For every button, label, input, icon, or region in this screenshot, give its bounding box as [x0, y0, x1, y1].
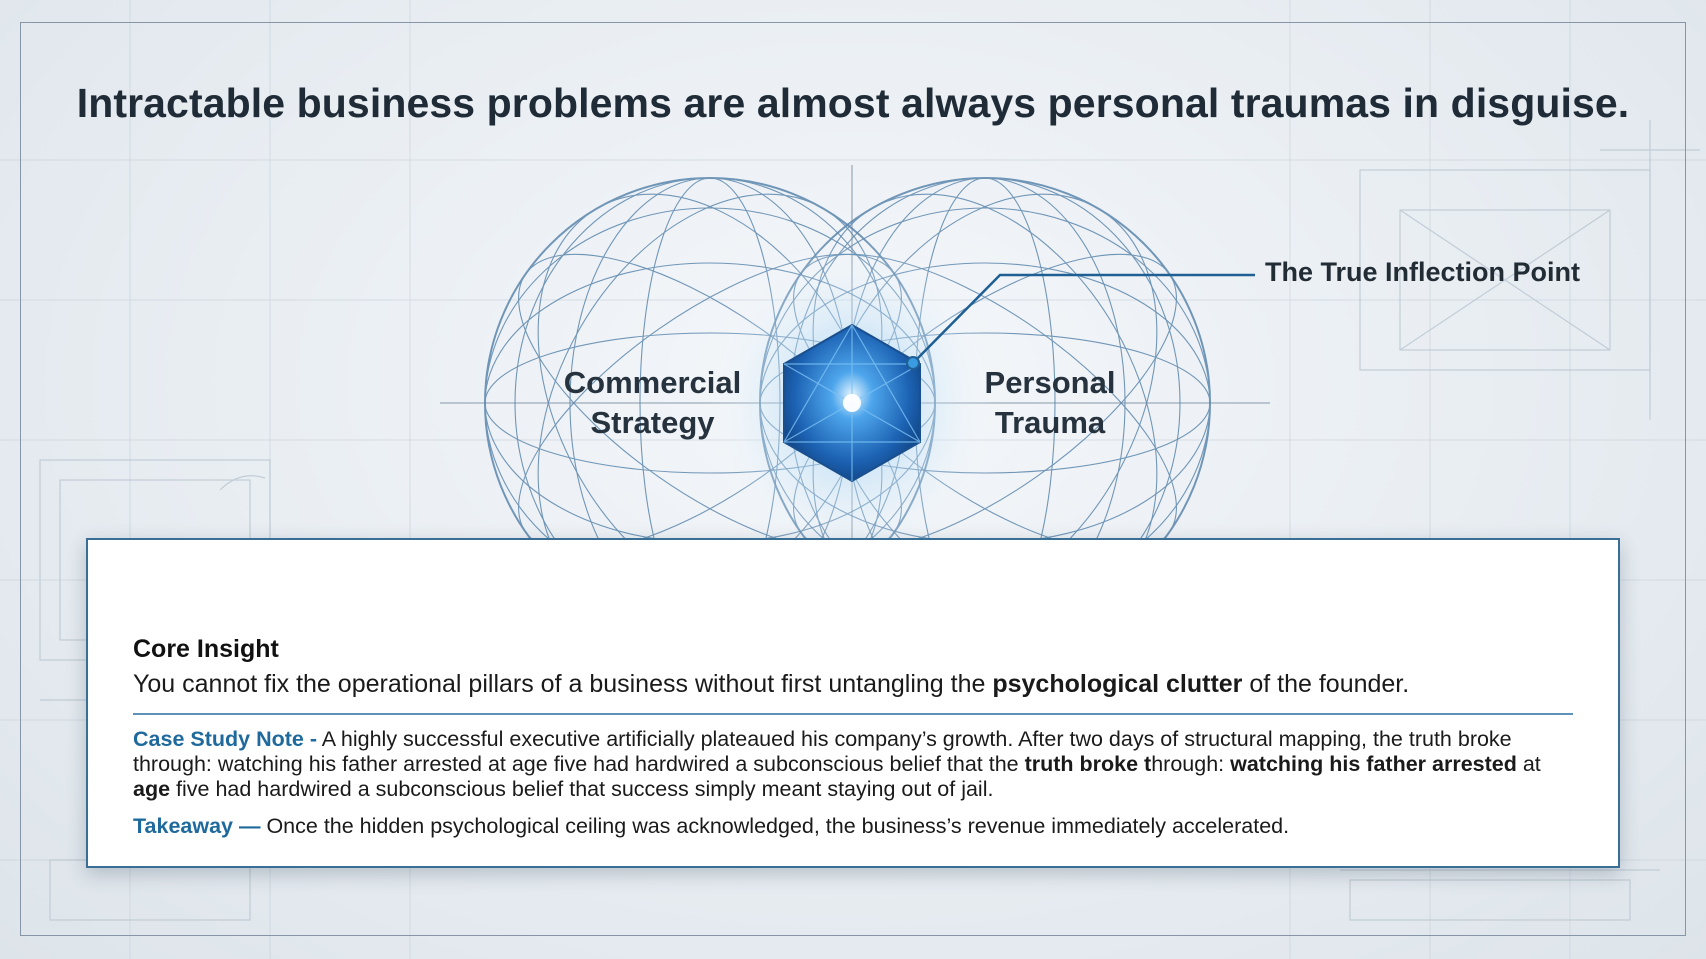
case-study-label: Case Study Note -: [133, 726, 317, 751]
slide-frame: [20, 22, 1686, 936]
takeaway: Takeaway — Once the hidden psychological…: [133, 813, 1290, 838]
venn-label-personal-trauma: Personal Trauma: [984, 365, 1116, 440]
core-insight-text: You cannot fix the operational pillars o…: [133, 670, 1410, 698]
callout-inflection-point: The True Inflection Point: [1265, 257, 1581, 287]
slide-title: Intractable business problems are almost…: [76, 80, 1630, 126]
takeaway-label: Takeaway —: [133, 813, 261, 838]
insight-card: Core Insight You cannot fix the operatio…: [86, 538, 1620, 868]
core-insight-heading: Core Insight: [133, 635, 279, 663]
hexagon-gem-icon: [783, 323, 921, 483]
card-divider: [133, 713, 1573, 715]
venn-diagram: [440, 165, 1270, 640]
callout-line: [912, 273, 1255, 364]
venn-label-commercial-strategy: Commercial Strategy: [563, 365, 742, 440]
case-study-note: Case Study Note - A highly successful ex…: [133, 726, 1541, 801]
callout-dot-icon: [906, 356, 920, 370]
